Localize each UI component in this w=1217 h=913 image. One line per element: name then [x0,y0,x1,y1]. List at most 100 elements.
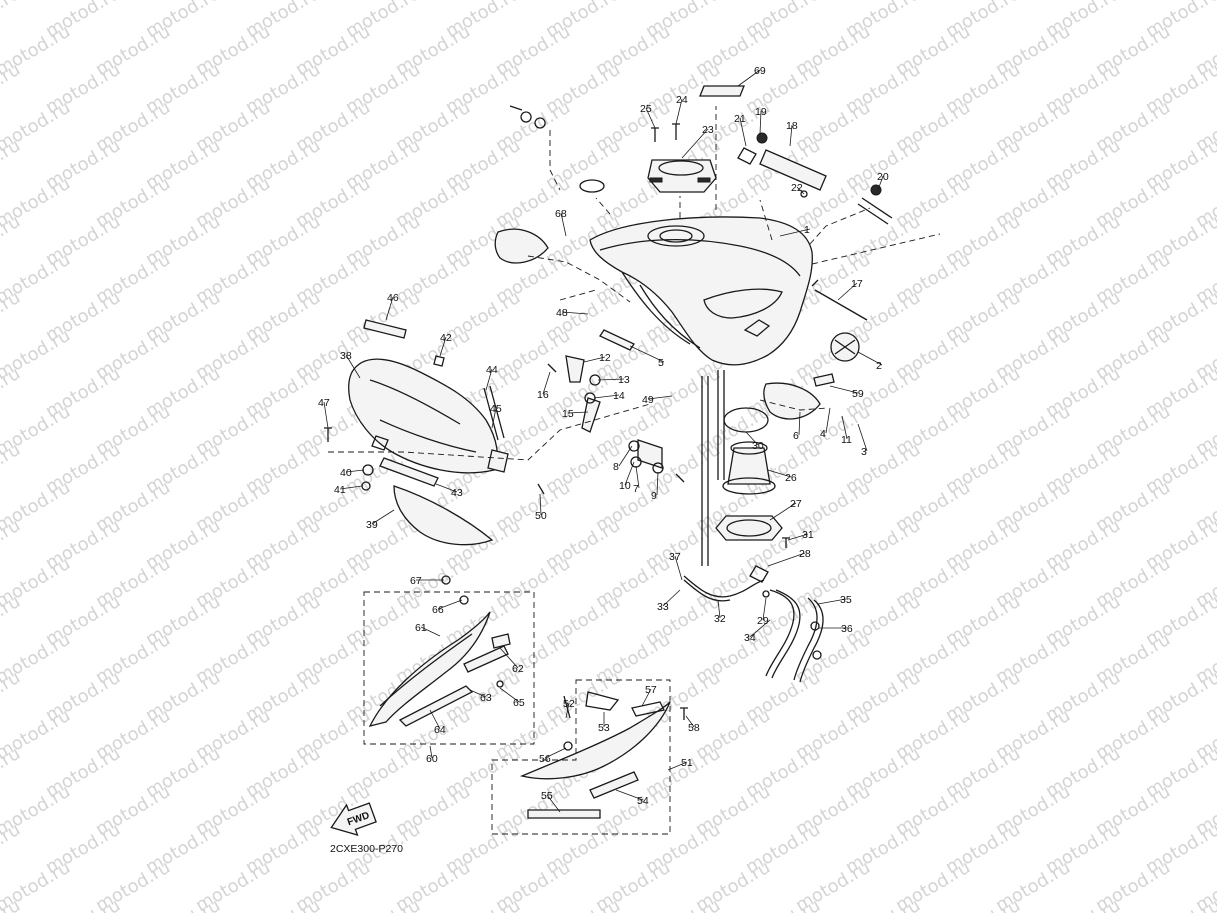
callout-label-28: 28 [799,548,811,560]
callout-label-29: 29 [757,615,769,627]
callout-label-24: 24 [676,94,688,106]
callout-label-67: 67 [410,575,422,587]
callout-label-68: 68 [555,208,567,220]
leader-line [437,599,463,610]
callout-label-54: 54 [637,795,649,807]
leader-line [420,626,441,637]
leader-line [759,110,762,135]
label-sticker [699,85,745,97]
tank-side-cover-left [494,228,549,264]
leader-line [798,411,801,436]
leader-line [745,431,759,446]
callout-label-45: 45 [490,403,502,415]
watermark-text: motod.ru [842,895,924,913]
callout-label-35: 35 [840,594,852,606]
leader-line [629,345,665,363]
callout-label-4: 4 [820,428,826,440]
watermark-text: motod.ru [342,895,424,913]
callout-label-56: 56 [539,753,551,765]
callout-label-61: 61 [415,622,427,634]
leader-line [593,394,620,399]
watermark-text: motod.ru [942,895,1024,913]
leader-lines [323,69,884,813]
callout-label-18: 18 [786,120,798,132]
diagram-artwork [324,85,941,837]
leader-line [675,98,683,125]
watermark-text: motod.ru [242,895,324,913]
leader-line [485,368,493,391]
leader-line [667,761,688,771]
callout-label-11: 11 [841,434,852,446]
leader-line [615,789,644,801]
leader-line [491,407,497,429]
group-box-60 [363,591,535,745]
leader-line [546,794,561,813]
watermark-text: motod.ru [1042,895,1124,913]
callout-label-23: 23 [702,124,714,136]
leader-line [560,212,567,237]
callout-label-30: 30 [752,440,764,452]
callout-label-40: 40 [340,467,352,479]
leader-line [618,445,633,467]
leader-line [817,598,847,605]
callout-label-48: 48 [556,307,568,319]
leader-line [583,356,606,363]
leader-line [635,465,640,489]
callout-label-6: 6 [793,430,799,442]
filler-cap [647,159,717,193]
inner-panel [393,485,494,546]
leader-line [641,688,652,707]
callout-label-59: 59 [852,388,864,400]
callout-label-64: 64 [434,724,446,736]
tank-side-cover-right [763,382,821,420]
front-cowling [348,358,498,474]
callout-label-43: 43 [451,487,463,499]
callout-label-58: 58 [688,722,700,734]
leader-line [624,461,635,486]
callout-label-66: 66 [432,604,444,616]
leader-line [371,509,395,525]
leader-line [829,385,859,394]
leader-line [429,709,441,730]
callout-label-22: 22 [791,182,803,194]
callout-label-7: 7 [633,483,639,495]
callout-label-26: 26 [785,472,797,484]
callout-label-47: 47 [318,397,330,409]
callout-label-2: 2 [876,360,882,372]
cowl-strip [379,457,439,487]
pump-plate [715,515,783,541]
callout-label-25: 25 [640,103,652,115]
leader-line [877,175,884,191]
callout-label-51: 51 [681,757,693,769]
callout-label-39: 39 [366,519,378,531]
watermark-text: motod.ru [642,895,724,913]
callout-label-32: 32 [714,613,726,625]
leader-line [837,282,858,301]
leader-line [857,351,883,366]
watermark-text: motod.ru [42,895,124,913]
watermark-text: motod.ru [542,895,624,913]
leader-line [597,378,625,381]
callout-label-36: 36 [841,623,853,635]
leader-line [796,186,805,195]
leader-line [323,401,329,429]
leader-line [339,485,363,490]
leader-line [542,371,551,395]
leader-line [647,395,673,400]
watermark-text: motod.ru [142,895,224,913]
leader-line [685,715,695,728]
callout-label-1: 1 [804,224,810,236]
callout-label-37: 37 [669,551,681,563]
callout-label-9: 9 [651,490,657,502]
watermark-text: motod.ru [0,0,24,42]
watermark-text: motod.ru [1192,0,1217,4]
callout-label-46: 46 [387,292,399,304]
callout-label-53: 53 [598,722,610,734]
callout-label-69: 69 [754,65,766,77]
leader-line [565,702,570,719]
leader-line [645,107,656,129]
leader-line [385,296,394,321]
leader-line [789,124,793,147]
callout-label-57: 57 [645,684,657,696]
